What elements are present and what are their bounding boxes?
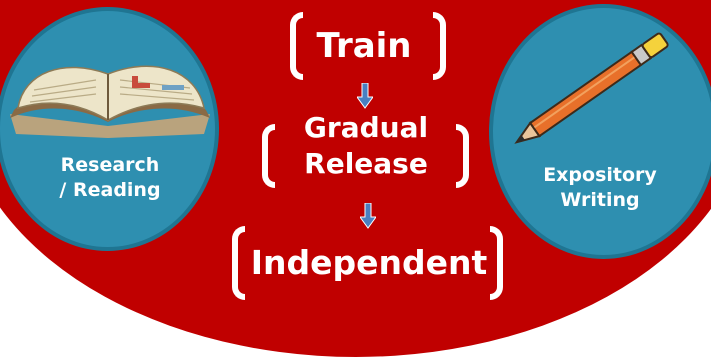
down-arrow-icon [360, 203, 376, 229]
open-book-icon [10, 65, 210, 138]
train-left-bracket [290, 12, 303, 80]
independent-left-bracket [232, 226, 245, 300]
down-arrow-icon [357, 83, 373, 109]
independent-step: Independent [250, 243, 488, 282]
gradual-release-right-bracket [456, 124, 469, 188]
research-reading-caption: Research / Reading [59, 154, 161, 201]
pencil-icon [514, 32, 669, 144]
gradual-release-left-bracket [262, 124, 275, 188]
gradual-release-step: Gradual Release [303, 111, 429, 180]
train-right-bracket [433, 12, 446, 80]
train-step: Train [316, 26, 412, 66]
expository-writing-caption: Expository Writing [543, 164, 657, 211]
independent-right-bracket [490, 226, 503, 300]
